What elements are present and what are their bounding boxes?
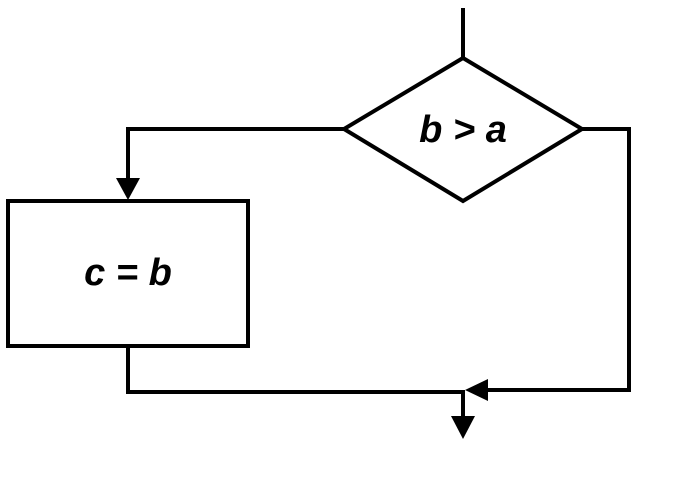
arrowhead-down-left	[116, 178, 140, 200]
right-branch-connector	[486, 127, 631, 392]
arrowhead-down-exit	[451, 416, 475, 439]
process-exit-connector	[126, 344, 465, 394]
left-branch-connector	[126, 127, 346, 182]
process-label: c = b	[84, 252, 172, 294]
decision-diamond	[340, 55, 586, 204]
arrowhead-left-merge	[465, 379, 488, 401]
decision-label: b > a	[419, 109, 507, 151]
